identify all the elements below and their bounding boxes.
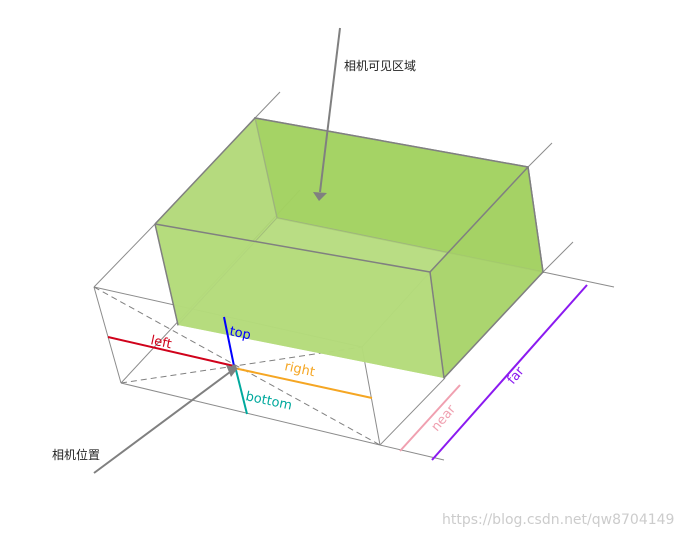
far-label: far (505, 364, 528, 388)
guide-line-near-right (361, 346, 381, 446)
guide-line-near-left (93, 286, 122, 384)
box-edge-bottom-right (443, 271, 544, 379)
guide-line-back-bottom (542, 271, 615, 288)
visible-region-box (154, 116, 544, 380)
box-edge-front-left (154, 223, 179, 326)
far-line (431, 284, 588, 461)
near-diagonal-a (93, 286, 381, 446)
box-edge-top-left (154, 117, 256, 225)
box-edge-back-right (527, 166, 544, 273)
box-top-face (155, 118, 528, 272)
camera-position-arrow (93, 365, 238, 474)
guide-line-front-bottom (379, 377, 446, 446)
box-edge-top-right (429, 166, 529, 273)
near-label: near (429, 402, 460, 435)
right-line (233, 367, 373, 399)
top-label: top (228, 324, 252, 343)
guide-line-far-top (254, 91, 281, 119)
box-edge-front-right (429, 271, 445, 379)
box-edge-top-back (254, 117, 529, 168)
camera-position-label: 相机位置 (52, 447, 100, 462)
left-line (107, 336, 235, 367)
bottom-line (235, 369, 248, 415)
watermark: https://blog.csdn.net/qw8704149 (442, 512, 674, 528)
guide-line-left-diag (93, 223, 156, 288)
top-line (223, 316, 235, 367)
bottom-label: bottom (244, 389, 293, 413)
guide-line-near-bottom (120, 382, 381, 446)
right-label: right (283, 359, 316, 380)
box-edge-top-front (154, 223, 431, 273)
visible-region-arrow (313, 27, 341, 201)
visible-region-label: 相机可见区域 (344, 59, 416, 73)
near-line (399, 384, 461, 452)
guide-line-far-bottom-right (542, 241, 574, 273)
measurement-lines (107, 284, 588, 461)
guide-line-far-right (527, 142, 553, 168)
left-label: left (149, 333, 173, 352)
